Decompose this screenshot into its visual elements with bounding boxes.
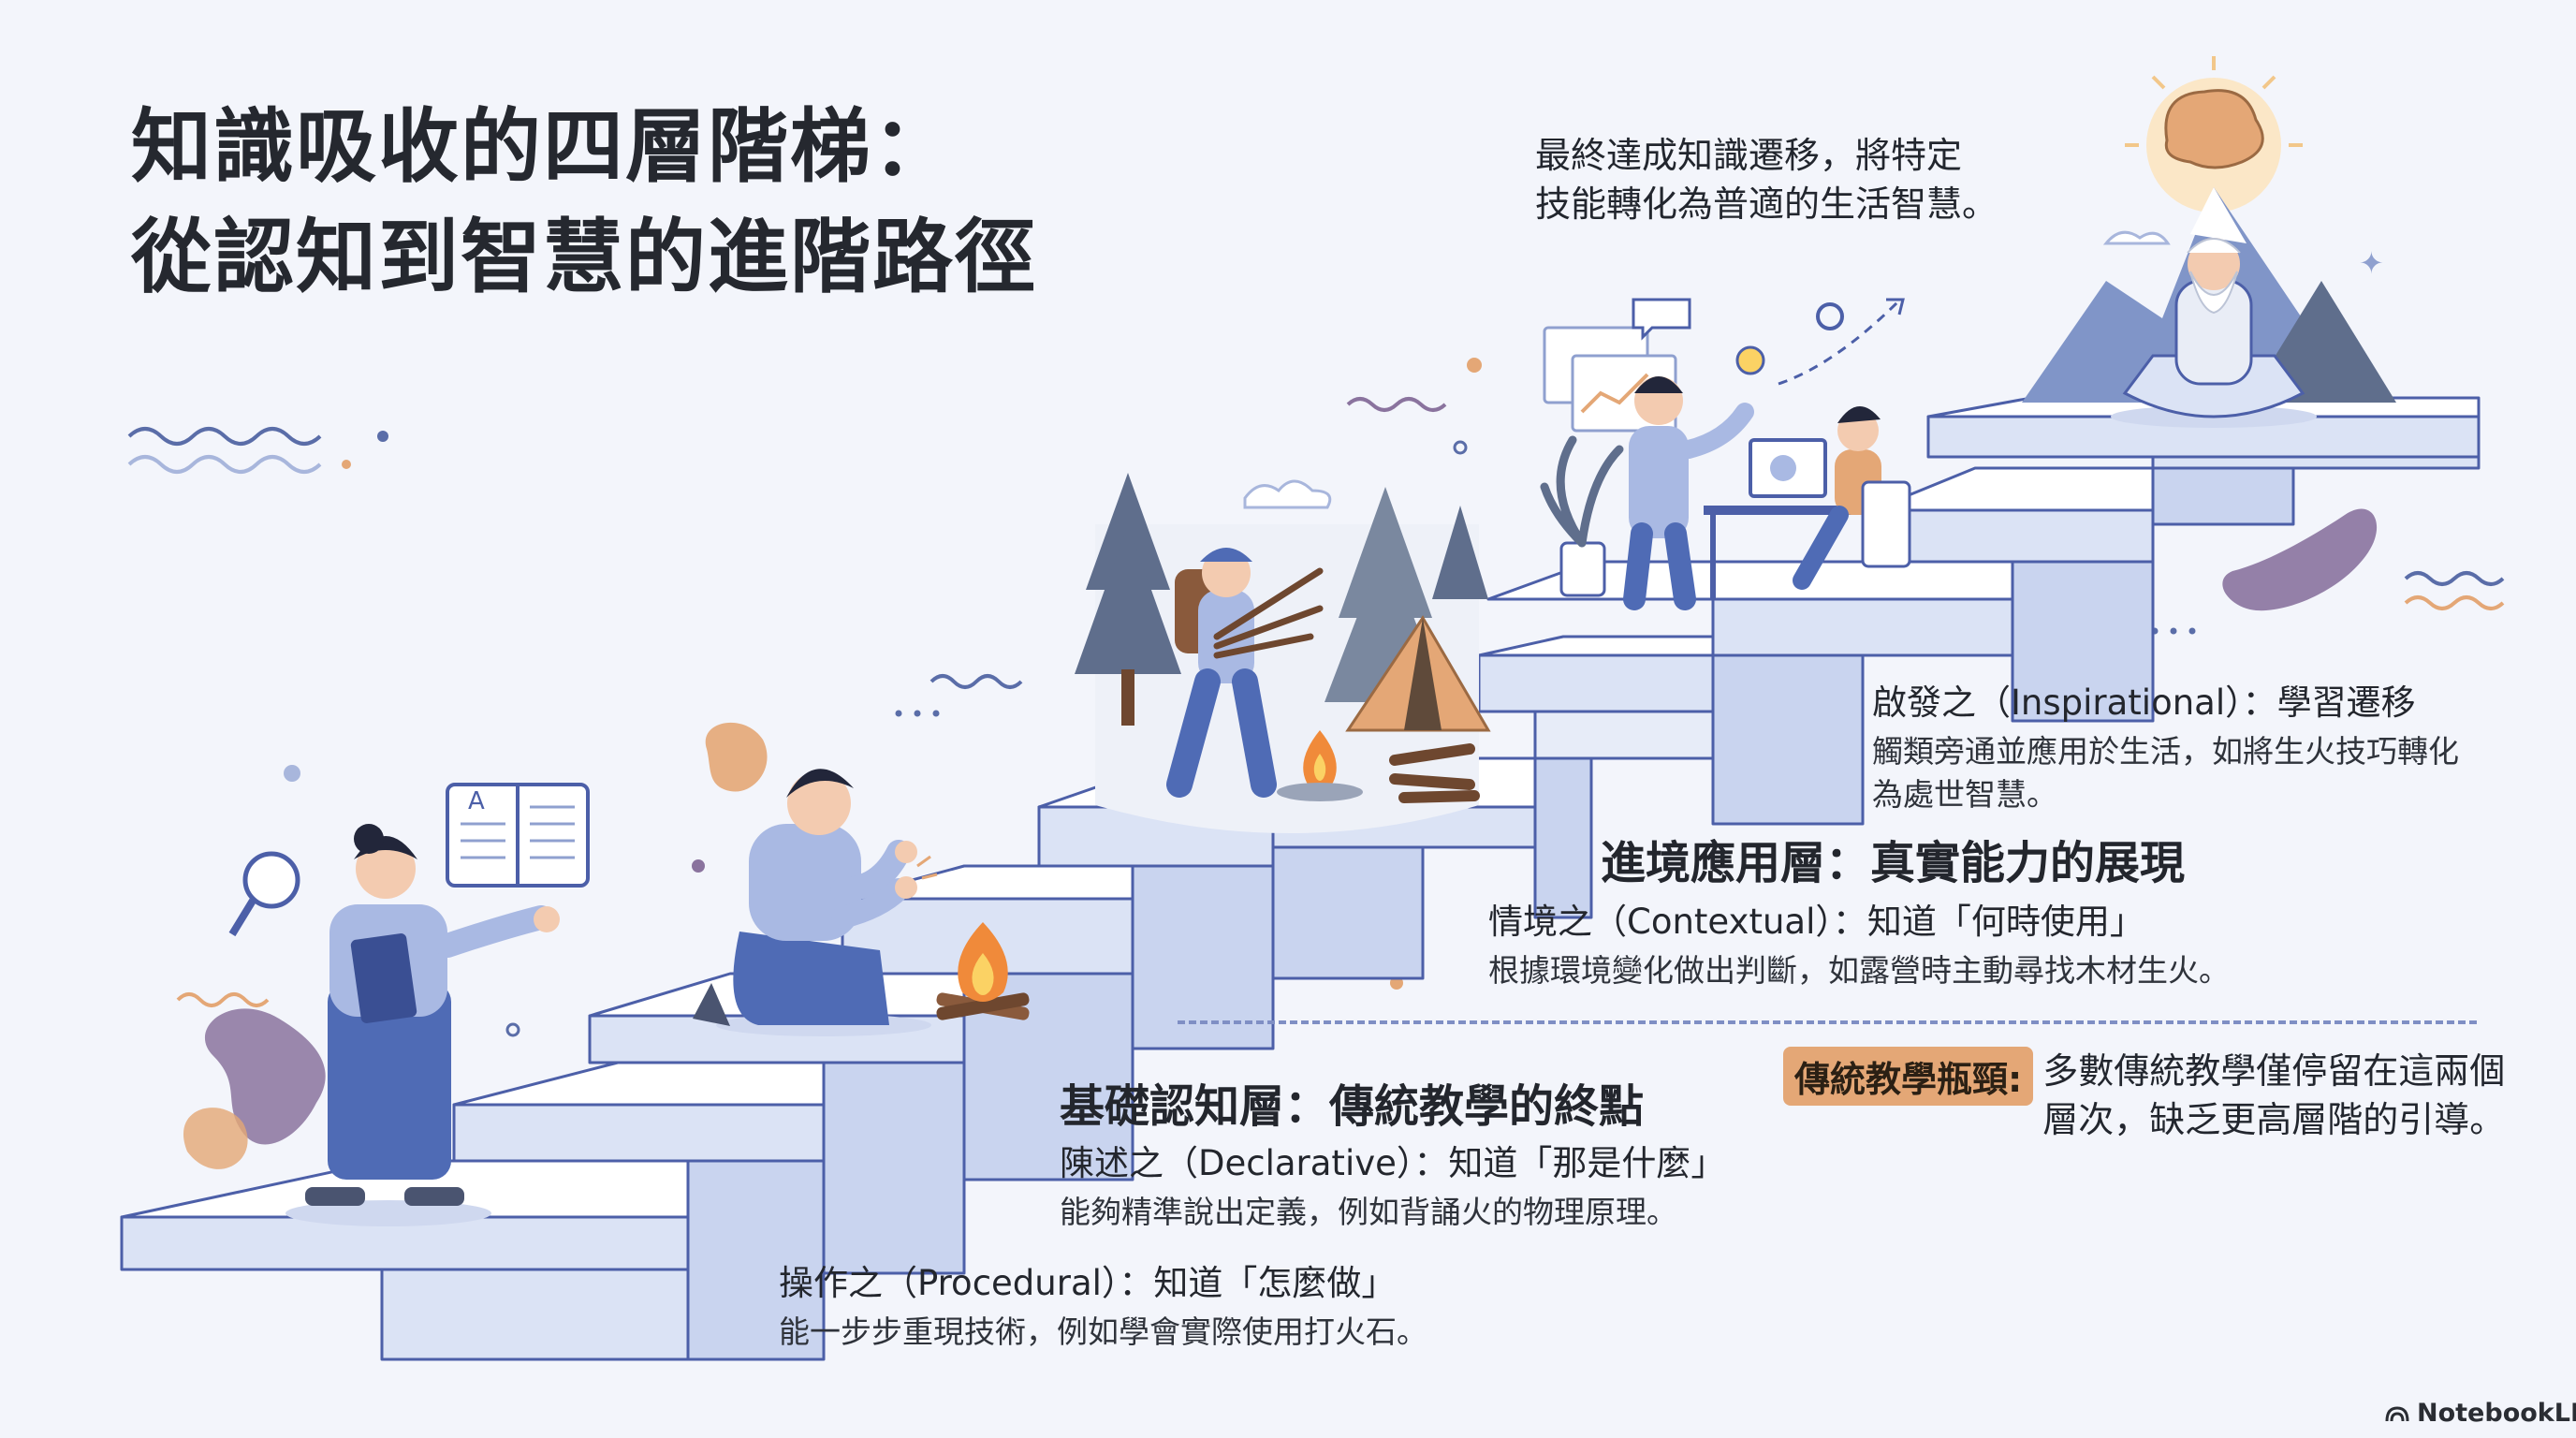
dot-decoration <box>342 460 351 469</box>
office-learning-vignette <box>1540 298 1911 610</box>
tent-icon <box>1345 615 1491 732</box>
applied-layer-heading: 進境應用層：真實能力的展現 <box>1601 837 2186 889</box>
gear-icon <box>1816 302 1844 330</box>
blob-decoration <box>2222 508 2378 611</box>
squiggle-decoration <box>176 992 270 1007</box>
title-line-2: 從認知到智慧的進階路徑 <box>131 211 1037 304</box>
contextual-label: 情境之（Contextual）：知道「何時使用」 <box>1488 902 2144 942</box>
basic-layer-heading: 基礎認知層：傳統教學的終點 <box>1060 1080 1645 1133</box>
dot-decoration <box>1467 358 1482 373</box>
bottleneck-text-line-2: 層次，缺乏更高層階的引導。 <box>2042 1099 2506 1140</box>
bottleneck-badge: 傳統教學瓶頸: <box>1783 1047 2034 1106</box>
blob-decoration <box>183 1108 248 1169</box>
firewood-pile-icon <box>1389 743 1480 803</box>
top-note-line-2: 技能轉化為普適的生活智慧。 <box>1535 183 1998 225</box>
blob-decoration <box>204 1008 326 1145</box>
chat-bubble-icon <box>1632 298 1691 341</box>
declarative-block: 陳述之（Declarative）：知道「那是什麼」 能夠精準說出定義，例如背誦火… <box>1060 1135 1725 1234</box>
bottleneck-text: 多數傳統教學僅停留在這兩個 層次，缺乏更高層階的引導。 <box>2042 1047 2505 1144</box>
notebooklm-logo-icon <box>2385 1405 2409 1421</box>
brand-name: NotebookLM <box>2417 1399 2576 1428</box>
dots-decoration <box>895 627 2196 717</box>
stair-riser <box>452 1103 826 1163</box>
dot-decoration <box>377 431 388 442</box>
seated-learner-figure <box>1793 405 1911 590</box>
stair-side <box>380 1268 690 1361</box>
arrow-icon <box>1778 298 1902 386</box>
title-line-1: 知識吸收的四層階梯： <box>131 100 955 194</box>
brand-watermark: NotebookLM <box>2385 1399 2576 1428</box>
kneeling-person-with-flint-figure <box>693 769 1030 1036</box>
hiker-figure <box>1166 548 1324 798</box>
squiggle-decoration <box>1346 397 1447 412</box>
desk-computer-icon <box>1704 438 1853 599</box>
lightbulb-icon <box>1735 345 1765 375</box>
svg-text:✦: ✦ <box>2359 245 2384 281</box>
bottleneck-callout: 傳統教學瓶頸: 多數傳統教學僅停留在這兩個 層次，缺乏更高層階的引導。 <box>1783 1047 2505 1144</box>
blob-decoration <box>705 722 768 792</box>
dot-decoration <box>505 1022 520 1037</box>
stair-riser <box>1870 508 2155 564</box>
top-note-line-1: 最終達成知識遷移，將特定 <box>1535 135 1963 176</box>
stair-riser <box>2151 455 2481 470</box>
squiggle-decoration <box>127 427 322 446</box>
procedural-desc: 能一步步重現技術，例如學會實際使用打火石。 <box>779 1313 1427 1350</box>
svg-text:A: A <box>468 787 485 815</box>
squiggle-decoration <box>2404 595 2505 610</box>
stair-side <box>2151 466 2295 526</box>
procedural-label: 操作之（Procedural）：知道「怎麼做」 <box>779 1263 1397 1303</box>
presenter-figure <box>1623 376 1754 610</box>
declarative-desc: 能夠精準說出定義，例如背誦火的物理原理。 <box>1060 1194 1677 1230</box>
contextual-desc: 根據環境變化做出判斷，如露營時主動尋找木材生火。 <box>1488 952 2230 989</box>
top-note: 最終達成知識遷移，將特定 技能轉化為普適的生活智慧。 <box>1535 131 1998 228</box>
magnifier-icon <box>242 851 300 909</box>
dot-decoration <box>1453 440 1468 455</box>
plant-icon <box>1540 435 1624 597</box>
stair-top <box>1477 635 1715 657</box>
inspirational-desc-line-2: 為處世智慧。 <box>1872 776 2057 813</box>
inspirational-desc-line-1: 觸類旁通並應用於生活，如將生火技巧轉化 <box>1872 733 2459 770</box>
forest-camping-vignette <box>1075 473 1491 833</box>
stair-top <box>452 1061 826 1107</box>
contextual-block: 情境之（Contextual）：知道「何時使用」 根據環境變化做出判斷，如露營時… <box>1488 893 2230 992</box>
squiggle-decoration <box>929 674 1023 689</box>
stair-riser <box>1711 597 2014 657</box>
stair-top <box>1870 466 2155 512</box>
layer-divider <box>1178 1020 2477 1024</box>
inspirational-block: 啟發之（Inspirational）：學習遷移 觸類旁通並應用於生活，如將生火技… <box>1872 674 2459 816</box>
brain-icon <box>2164 89 2264 169</box>
declarative-label: 陳述之（Declarative）：知道「那是什麼」 <box>1060 1143 1726 1183</box>
student-with-book-figure: A <box>228 783 590 1226</box>
campfire-icon <box>1277 730 1363 801</box>
bottleneck-text-line-1: 多數傳統教學僅停留在這兩個 <box>2042 1050 2506 1092</box>
campfire-icon <box>936 922 1030 1020</box>
dot-decoration <box>284 765 300 782</box>
book-icon <box>350 933 417 1023</box>
sunburst-decoration <box>2125 56 2303 147</box>
stair-side <box>822 1061 966 1275</box>
dot-decoration <box>692 859 705 873</box>
stair-side <box>1711 635 1865 826</box>
squiggle-decoration <box>127 455 322 474</box>
squiggle-decoration <box>2404 571 2505 586</box>
stair-riser <box>1533 710 1715 760</box>
inspirational-desc: 觸類旁通並應用於生活，如將生火技巧轉化 為處世智慧。 <box>1872 730 2459 816</box>
procedural-block: 操作之（Procedural）：知道「怎麼做」 能一步步重現技術，例如學會實際使… <box>779 1255 1427 1354</box>
page-title: 知識吸收的四層階梯： 從認知到智慧的進階路徑 <box>131 92 1037 313</box>
inspirational-label: 啟發之（Inspirational）：學習遷移 <box>1872 682 2416 723</box>
sage-mountain-vignette: ✦ <box>2022 56 2396 428</box>
stair-riser <box>1477 653 1715 713</box>
